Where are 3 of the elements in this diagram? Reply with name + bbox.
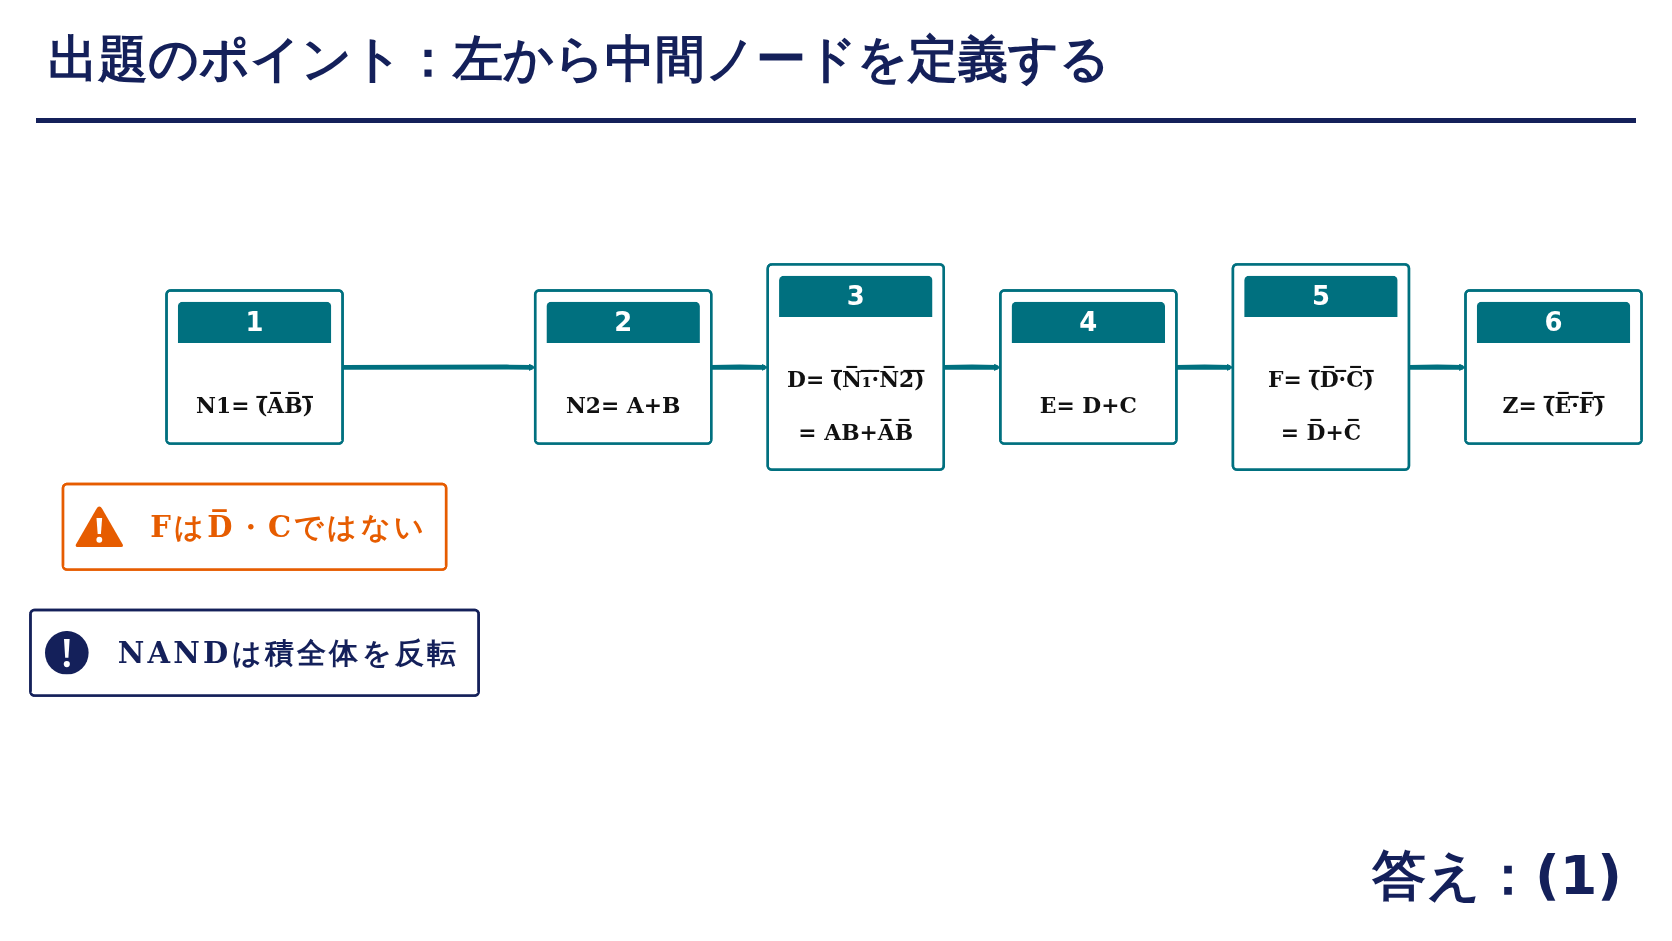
answer-text: 答え：(1) [1372,843,1622,909]
title: 出題のポイント：左から中間ノードを定義する [48,29,1110,90]
arrow [343,363,536,371]
